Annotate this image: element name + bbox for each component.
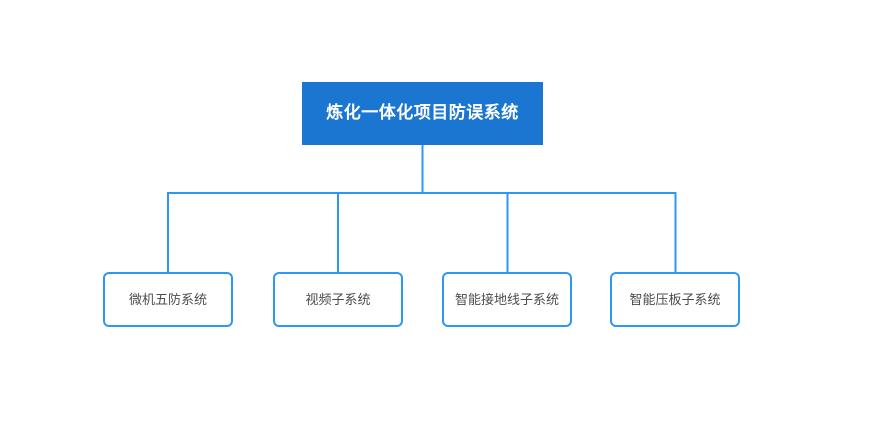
child-node-video[interactable]: 视频子系统: [273, 272, 403, 327]
child-node-grounding-wire[interactable]: 智能接地线子系统: [442, 272, 572, 327]
root-node-label: 炼化一体化项目防误系统: [326, 103, 519, 123]
child-node-label: 智能压板子系统: [629, 291, 721, 307]
root-node[interactable]: 炼化一体化项目防误系统: [302, 82, 543, 145]
child-node-label: 智能接地线子系统: [454, 291, 559, 307]
child-node-label: 视频子系统: [305, 291, 371, 307]
child-node-wujifang[interactable]: 微机五防系统: [103, 272, 233, 327]
child-node-label: 微机五防系统: [128, 291, 207, 307]
child-node-pressing-plate[interactable]: 智能压板子系统: [610, 272, 740, 327]
